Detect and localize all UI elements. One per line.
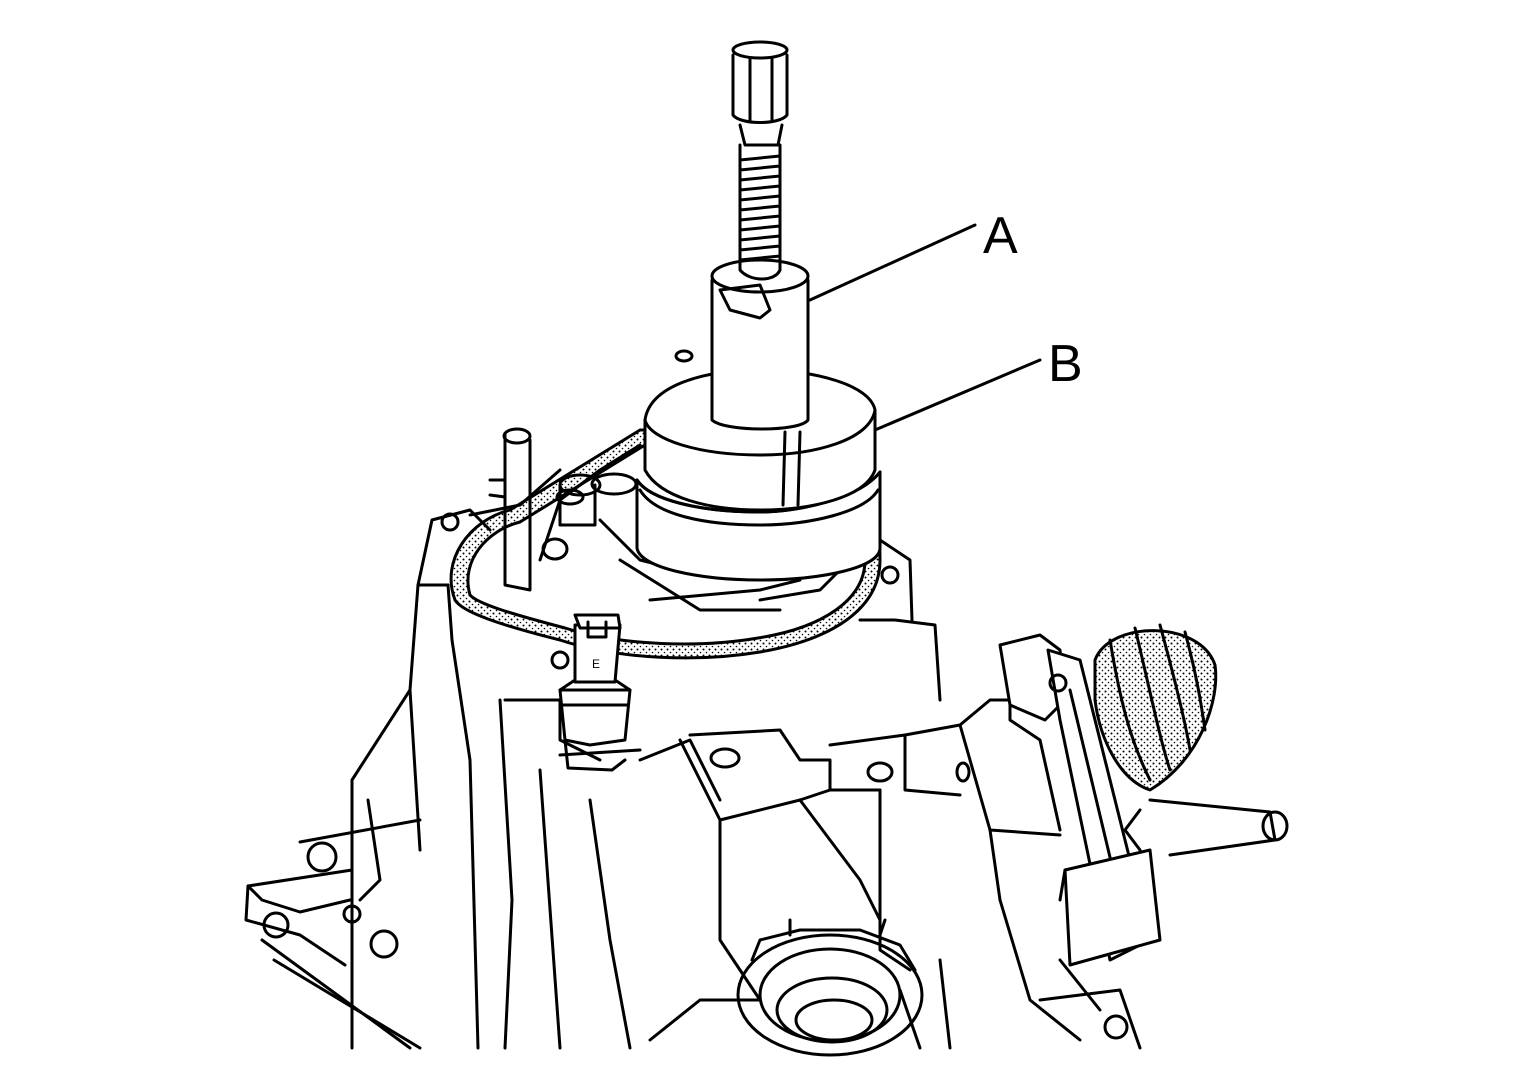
- seal-installer-adapter: [712, 42, 808, 429]
- sensor-switch: [560, 615, 640, 770]
- callout-label-b: B: [1048, 335, 1083, 393]
- callout-line-a: [810, 225, 975, 300]
- output-seal-bore: [738, 920, 922, 1055]
- sensor-mark: E: [592, 657, 600, 671]
- shift-pin: [490, 429, 530, 590]
- bolt-threads: [740, 156, 780, 260]
- callout-line-b: [875, 360, 1040, 430]
- shift-linkage: [1000, 625, 1287, 965]
- callout-label-a: A: [983, 207, 1018, 265]
- seal-installer-receiver: [637, 370, 880, 580]
- transaxle-housing: [246, 470, 1140, 1048]
